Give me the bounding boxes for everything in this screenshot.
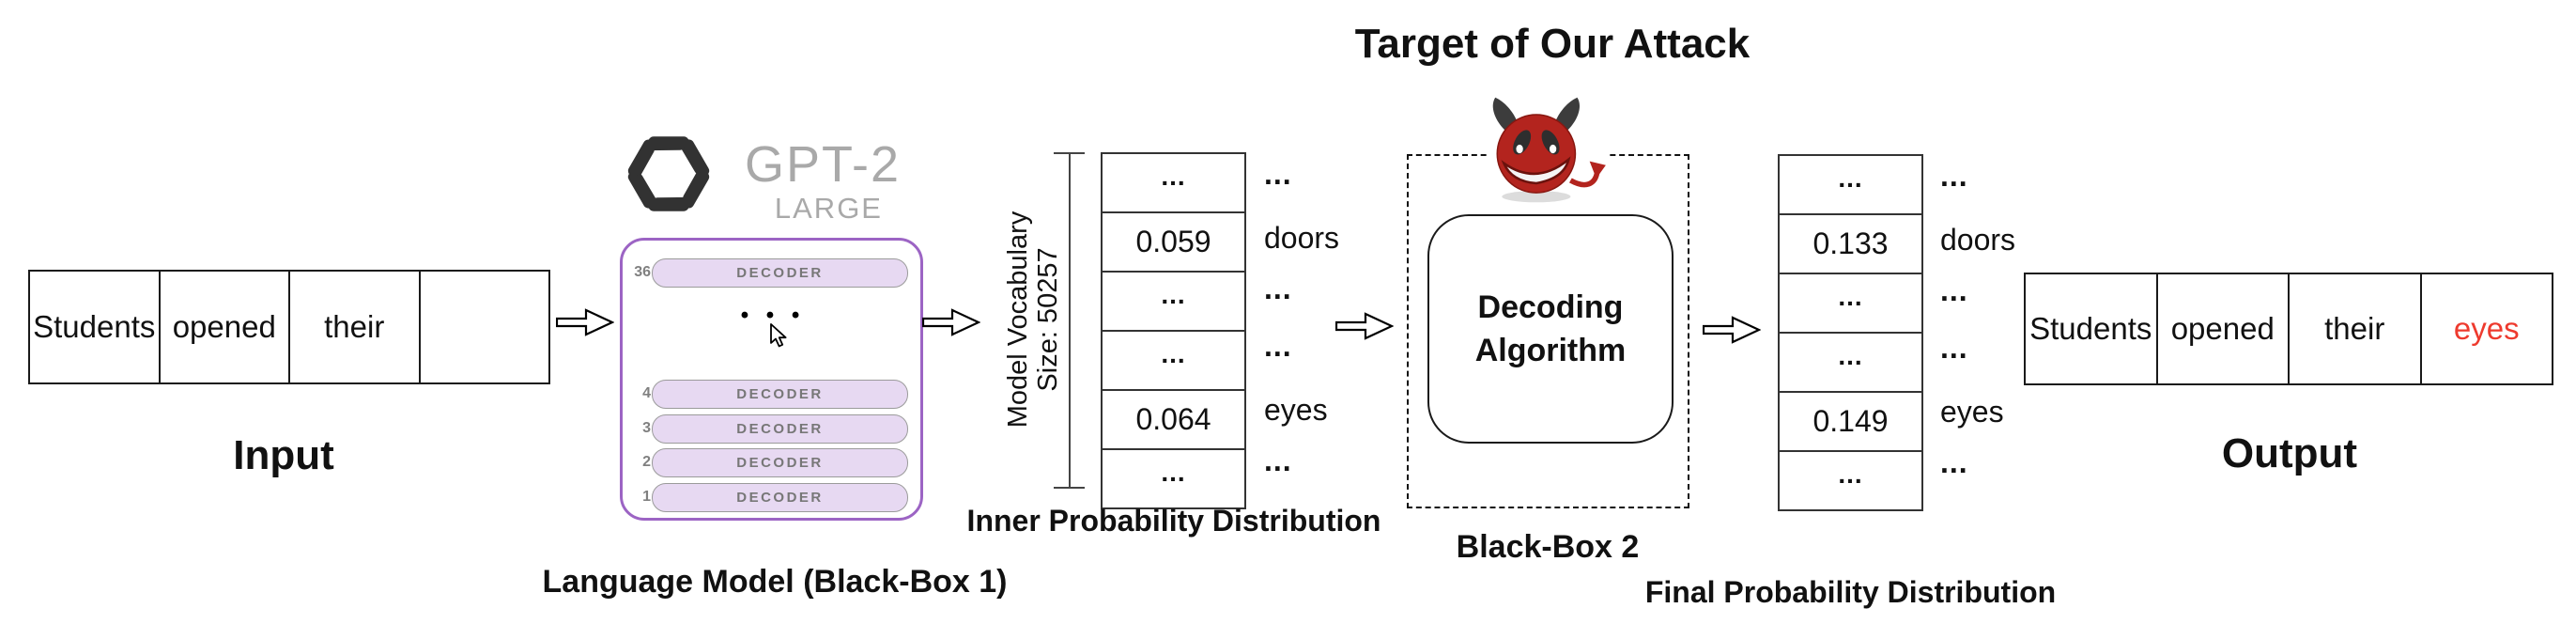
decoder-layer: 2 DECODER <box>623 448 920 477</box>
token-label: eyes <box>1264 393 1328 427</box>
arrow-right-icon <box>556 308 614 336</box>
layer-number: 2 <box>642 453 651 470</box>
prob-cell: ... <box>1780 273 1921 332</box>
token-label: ... <box>1940 331 1968 365</box>
final-distribution-caption: Final Probability Distribution <box>1644 575 2057 609</box>
decoder-pill: DECODER <box>652 414 908 444</box>
token-label: doors <box>1264 221 1340 255</box>
input-token-table: Students opened their <box>28 270 550 384</box>
decoder-layer: 4 DECODER <box>623 380 920 409</box>
model-name: GPT-2 <box>745 136 902 193</box>
token-label: doors <box>1940 223 2016 257</box>
final-distribution-token-labels: ... doors ... ... eyes ... <box>1940 154 2072 498</box>
prob-cell: 0.064 <box>1103 389 1244 448</box>
layer-number: 3 <box>642 419 651 436</box>
layer-number: 36 <box>634 263 651 280</box>
decoder-layer: 3 DECODER <box>623 414 920 444</box>
input-cell-empty <box>418 272 548 382</box>
token-label: ... <box>1264 157 1292 191</box>
output-label: Output <box>2221 430 2358 476</box>
mouse-cursor-icon <box>770 323 787 348</box>
prob-cell: ... <box>1780 156 1921 213</box>
prob-cell: ... <box>1103 330 1244 389</box>
token-label: ... <box>1940 445 1968 479</box>
token-label: eyes <box>1940 395 2004 429</box>
decoder-pill: DECODER <box>652 380 908 409</box>
black-box-2-caption: Black-Box 2 <box>1456 529 1640 565</box>
final-distribution-table: ... 0.133 ... ... 0.149 ... <box>1778 154 1923 511</box>
vocabulary-size-label: Model Vocabulary Size: 50257 <box>1003 211 1063 429</box>
prob-cell: ... <box>1780 450 1921 509</box>
decoding-algorithm-box: Decoding Algorithm <box>1427 214 1674 444</box>
layers-ellipsis: • • • <box>740 303 806 328</box>
inner-distribution-caption: Inner Probability Distribution <box>966 504 1381 538</box>
language-model-box: 36 DECODER • • • 4 DECODER 3 DECODER 2 D… <box>620 238 923 521</box>
prob-cell: ... <box>1103 448 1244 507</box>
decoder-layer: 36 DECODER <box>623 258 920 288</box>
prob-cell: ... <box>1103 154 1244 211</box>
arrow-right-icon <box>1335 312 1394 340</box>
output-cell: opened <box>2155 274 2288 383</box>
prob-cell: 0.149 <box>1780 391 1921 450</box>
output-cell-highlighted: eyes <box>2419 274 2552 383</box>
decoding-box-line1: Decoding <box>1477 289 1624 325</box>
devil-icon <box>1492 97 1606 203</box>
layer-number: 1 <box>642 488 651 505</box>
input-cell: Students <box>30 272 159 382</box>
decoder-layer: 1 DECODER <box>623 483 920 512</box>
token-label: ... <box>1264 272 1292 305</box>
inner-distribution-table: ... 0.059 ... ... 0.064 ... <box>1101 152 1246 509</box>
prob-cell: 0.133 <box>1780 213 1921 273</box>
prob-cell: 0.059 <box>1103 211 1244 271</box>
output-cell: their <box>2288 274 2420 383</box>
vocabulary-bracket <box>1069 153 1071 489</box>
decoder-pill: DECODER <box>652 258 908 288</box>
input-cell: their <box>288 272 419 382</box>
token-label: ... <box>1940 273 1968 307</box>
input-cell: opened <box>158 272 288 382</box>
output-token-table: Students opened their eyes <box>2024 273 2553 385</box>
prob-cell: ... <box>1780 332 1921 391</box>
token-label: ... <box>1940 159 1968 193</box>
inner-distribution-token-labels: ... doors ... ... eyes ... <box>1264 152 1396 496</box>
token-label: ... <box>1264 444 1292 477</box>
decoder-pill: DECODER <box>652 483 908 512</box>
prob-cell: ... <box>1103 271 1244 330</box>
language-model-caption: Language Model (Black-Box 1) <box>542 564 1008 600</box>
input-label: Input <box>233 432 334 478</box>
layer-number: 4 <box>642 384 651 401</box>
openai-logo-icon <box>627 136 710 211</box>
decoding-box-line2: Algorithm <box>1474 333 1627 368</box>
bracket-tick-bottom <box>1054 487 1085 489</box>
decoder-pill: DECODER <box>652 448 908 477</box>
token-label: ... <box>1264 329 1292 363</box>
page-title: Target of Our Attack <box>1354 21 1751 67</box>
output-cell: Students <box>2026 274 2156 383</box>
arrow-right-icon <box>922 308 980 336</box>
model-size: LARGE <box>774 192 883 225</box>
arrow-right-icon <box>1703 316 1761 344</box>
bracket-tick-top <box>1054 152 1085 154</box>
